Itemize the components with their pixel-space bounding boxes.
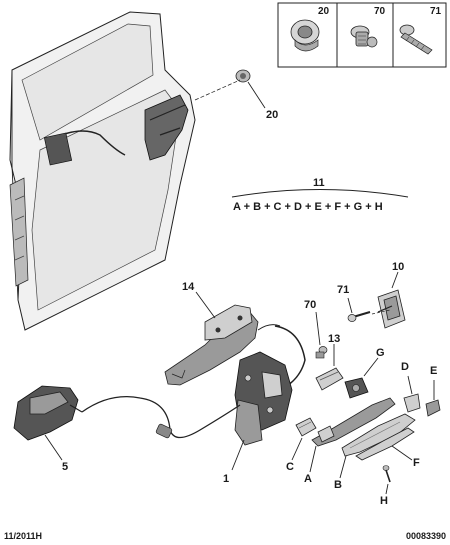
handle-cover-d: D (401, 361, 421, 413)
bolt-icon (350, 25, 378, 48)
lock-cylinder-g: G (344, 347, 385, 399)
callout-d: D (401, 361, 409, 373)
callout-a: A (304, 473, 312, 485)
callout-11: 11 (313, 177, 325, 189)
legend-ref-70: 70 (374, 6, 386, 17)
grommet-icon (290, 19, 320, 52)
handle-lever-a: A (304, 397, 396, 485)
legend-ref-71: 71 (430, 6, 442, 17)
callout-c: C (286, 461, 294, 473)
callout-71: 71 (337, 284, 349, 296)
outer-handle-bracket-14: 14 (164, 281, 281, 386)
callout-e: E (430, 365, 437, 377)
footer-reference: 00083390 (405, 531, 446, 541)
callout-20: 20 (266, 109, 278, 121)
bolt-70: 70 (304, 299, 328, 359)
callout-70: 70 (304, 299, 316, 311)
callout-14: 14 (182, 281, 195, 293)
outer-handle-b: B (334, 413, 416, 491)
handle-seal-13: 13 (315, 333, 344, 391)
callout-1: 1 (223, 473, 229, 485)
callout-f: F (413, 457, 420, 469)
screw-h: H (380, 465, 391, 507)
callout-b: B (334, 479, 342, 491)
fastener-legend: 20 70 71 (277, 2, 447, 68)
door-grommet-20: 20 (194, 69, 278, 121)
kit-11-group: 11 A + B + C + D + E + F + G + H (231, 177, 409, 213)
callout-13: 13 (328, 333, 340, 345)
screw-71: 71 (337, 284, 391, 322)
callout-10: 10 (392, 261, 404, 273)
inner-handle-5: 5 (13, 385, 241, 473)
callout-5: 5 (62, 461, 68, 473)
screw-icon (399, 24, 433, 55)
striker-10: 10 (377, 261, 406, 329)
callout-h: H (380, 495, 388, 507)
kit-11-formula: A + B + C + D + E + F + G + H (233, 201, 383, 213)
handle-cap-e: E (425, 365, 441, 417)
rear-door-panel (9, 11, 196, 331)
handle-trim-f: F (355, 427, 420, 469)
callout-g: G (376, 347, 385, 359)
footer-date: 11/2011H (4, 531, 43, 541)
legend-ref-20: 20 (318, 6, 330, 17)
door-lock-1: 1 (223, 325, 306, 485)
handle-gasket-c: C (286, 417, 317, 473)
